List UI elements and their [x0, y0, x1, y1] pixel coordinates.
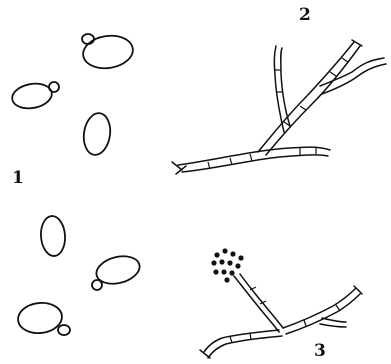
budding-yeast-cell — [17, 301, 70, 335]
conidiophore-left — [234, 276, 279, 332]
label-group-2: 2 — [299, 7, 311, 24]
hypha-branch-upper — [258, 42, 354, 152]
hypha-septa — [230, 287, 340, 343]
budding-yeast-cell — [92, 252, 142, 290]
hypha-main-lower — [182, 155, 328, 172]
yeast-cells-group — [10, 33, 142, 336]
hypha-right-lower — [286, 294, 360, 334]
budding-yeast-cell — [10, 81, 59, 112]
budding-yeast-cell — [81, 33, 135, 72]
sporulating-hyphae-group — [200, 248, 362, 358]
hypha-side-branch — [322, 318, 346, 322]
oval-yeast-cell — [40, 215, 67, 257]
label-group-1: 1 — [12, 170, 24, 187]
hypha-main-upper — [178, 147, 330, 165]
conidiophore-right — [240, 274, 283, 328]
septate-hyphae-group — [172, 40, 386, 174]
hypha-side-right — [281, 48, 290, 126]
spore-cluster — [211, 248, 243, 282]
label-group-3: 3 — [314, 343, 326, 360]
hypha-side-branch-b — [320, 324, 346, 327]
oval-yeast-cell — [81, 111, 113, 156]
hypha-right-tip — [354, 286, 362, 294]
